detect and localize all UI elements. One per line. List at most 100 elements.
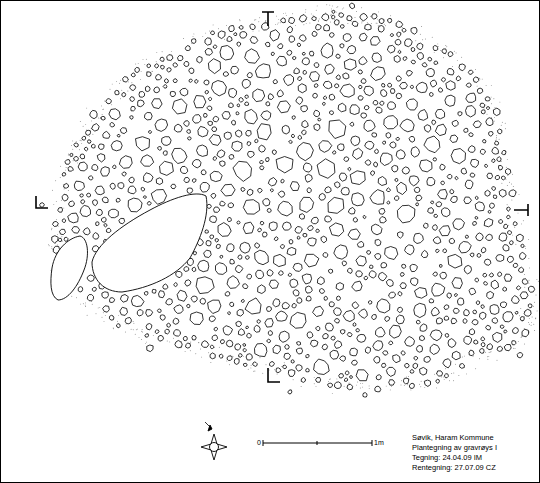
stone	[64, 184, 69, 189]
stipple-dot	[517, 212, 519, 214]
stone	[502, 151, 506, 155]
stone	[385, 316, 390, 321]
stone	[239, 26, 243, 30]
stipple-dot	[337, 6, 339, 8]
stone	[375, 386, 381, 392]
stipple-dot	[451, 373, 453, 375]
stone	[302, 274, 311, 284]
stone	[453, 308, 459, 313]
stone	[336, 283, 344, 291]
stone	[201, 170, 206, 175]
stone	[390, 325, 402, 338]
stone	[484, 282, 488, 285]
stone	[316, 378, 321, 383]
stone	[442, 49, 447, 54]
stipple-dot	[80, 140, 82, 142]
stipple-dot	[86, 314, 88, 316]
stone	[397, 307, 402, 312]
stipple-dot	[316, 5, 318, 7]
stipple-dot	[239, 19, 241, 21]
stipple-dot	[112, 327, 114, 329]
stipple-dot	[487, 356, 489, 358]
stone	[238, 255, 242, 259]
stone	[417, 53, 423, 60]
stipple-dot	[524, 286, 526, 288]
stipple-dot	[92, 133, 94, 135]
stone	[192, 39, 196, 44]
stipple-dot	[137, 62, 139, 64]
stone	[212, 335, 217, 341]
stone	[219, 354, 223, 358]
stipple-dot	[55, 218, 57, 220]
stipple-dot	[535, 318, 537, 320]
stipple-dot	[133, 322, 135, 324]
stone	[143, 196, 146, 199]
stone	[428, 208, 434, 214]
stone	[386, 188, 390, 192]
stone	[317, 277, 324, 285]
stone	[272, 150, 276, 155]
stone	[448, 254, 462, 268]
stone	[171, 184, 176, 188]
stone	[214, 327, 218, 331]
stone	[416, 320, 420, 324]
stipple-dot	[528, 239, 530, 241]
stone	[483, 273, 487, 277]
stone	[470, 253, 474, 257]
stipple-dot	[151, 70, 153, 72]
stone	[486, 118, 493, 126]
stone	[484, 219, 493, 227]
stipple-dot	[140, 71, 142, 73]
stone	[196, 277, 214, 294]
stone	[224, 132, 231, 139]
stone	[356, 256, 366, 266]
stipple-dot	[361, 7, 363, 9]
stipple-dot	[508, 224, 510, 226]
stone	[92, 165, 98, 171]
stone	[360, 13, 368, 20]
stone	[245, 298, 261, 314]
stone	[339, 13, 344, 17]
stone	[306, 355, 309, 358]
stone	[522, 329, 529, 337]
stone	[241, 299, 244, 302]
stone	[441, 78, 445, 82]
stone	[492, 187, 496, 191]
stone	[450, 189, 454, 193]
stone	[396, 315, 404, 324]
stone	[62, 173, 65, 176]
stone	[294, 68, 300, 74]
stone	[141, 155, 154, 166]
stone	[396, 137, 400, 140]
stone	[481, 305, 484, 309]
stone	[397, 205, 415, 223]
stipple-dot	[401, 380, 403, 382]
stone	[237, 104, 240, 107]
stone	[321, 236, 327, 243]
stone	[464, 265, 471, 274]
stone	[328, 383, 333, 387]
stone	[212, 81, 227, 96]
stipple-dot	[361, 22, 363, 24]
stipple-dot	[494, 120, 496, 122]
stone	[146, 310, 153, 317]
stipple-dot	[303, 24, 305, 26]
stipple-dot	[118, 315, 120, 317]
stone	[220, 255, 223, 258]
stipple-dot	[141, 330, 143, 332]
stipple-dot	[362, 383, 364, 385]
stone	[420, 160, 433, 172]
stipple-dot	[145, 343, 147, 345]
stipple-dot	[455, 363, 457, 365]
stipple-dot	[60, 165, 62, 167]
stone	[214, 207, 220, 212]
stone	[310, 72, 320, 82]
stone	[528, 304, 532, 308]
stone	[411, 48, 415, 52]
stone	[104, 224, 107, 227]
stone	[306, 286, 313, 293]
stone	[149, 131, 152, 134]
stone	[332, 151, 336, 154]
stone	[371, 37, 381, 46]
stone	[80, 205, 90, 216]
